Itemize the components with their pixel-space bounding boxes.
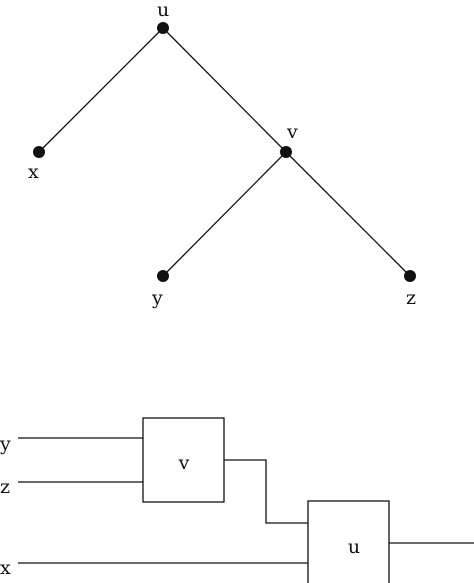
- edge-v-z: [285, 151, 411, 277]
- input-label-x: x: [0, 557, 11, 579]
- gate-v-label: v: [178, 452, 190, 474]
- tree-label-z: z: [406, 287, 416, 309]
- tree-node-y: [157, 270, 169, 282]
- tree-node-z: [404, 270, 416, 282]
- edge-v-y: [162, 151, 287, 277]
- tree-label-y: y: [151, 287, 163, 309]
- gate-u-label: u: [348, 536, 360, 558]
- gate-u: [307, 500, 390, 583]
- tree-node-u: [157, 22, 169, 34]
- edge-u-x: [38, 27, 164, 153]
- tree-label-u: u: [157, 0, 169, 21]
- input-label-y: y: [0, 433, 11, 455]
- tree-label-x: x: [28, 161, 39, 183]
- edge-u-v: [162, 27, 287, 153]
- tree-label-v: v: [286, 121, 298, 143]
- tree-node-v: [280, 146, 292, 158]
- circuit: v u y z x: [0, 417, 474, 583]
- input-label-z: z: [0, 476, 10, 498]
- tree: u x v y z: [28, 0, 416, 309]
- gate-v: [142, 417, 225, 503]
- wire-v-to-u: [224, 459, 308, 524]
- tree-node-x: [33, 146, 45, 158]
